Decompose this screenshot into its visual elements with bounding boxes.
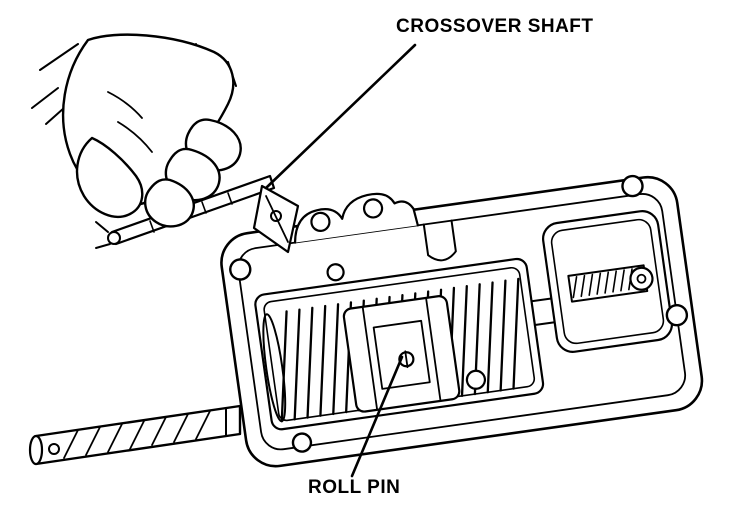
bolt-hole-icon (665, 303, 689, 327)
shift-lug-pocket (372, 319, 431, 390)
selector-notch (422, 219, 457, 262)
bolt-holes (229, 174, 689, 453)
shift-lug-ribs (361, 297, 442, 411)
shift-rail-hatching (63, 410, 211, 459)
thumb (75, 136, 144, 219)
roll-pin-slot (404, 350, 409, 369)
bolt-hole-icon (621, 174, 644, 198)
shift-lug (342, 295, 487, 413)
bolt-hole-icon (291, 432, 313, 453)
leader-line-roll-pin (350, 355, 404, 478)
lever-pivot-hole (270, 210, 282, 222)
leader-line-crossover-shaft (264, 43, 417, 190)
hand (31, 33, 242, 228)
tab-hole-icon (362, 198, 384, 219)
label-roll-pin: ROLL PIN (308, 477, 401, 498)
shift-lever-plate (252, 184, 300, 254)
crossover-shaft-tip (107, 231, 121, 245)
selector-shaft-end (629, 266, 654, 291)
pivot-hole-icon (326, 263, 345, 282)
housing-gasket-line (237, 193, 687, 451)
detent-plug-icon (48, 443, 60, 455)
shift-cover-housing (220, 174, 704, 468)
tab-hole-icon (310, 211, 331, 232)
lever-edge-line (265, 195, 289, 243)
shift-rail-end-cap (28, 434, 44, 466)
palm-crease-lines (107, 91, 153, 153)
bolt-hole-icon (229, 258, 252, 281)
shift-rail (28, 404, 242, 466)
lug-hole-icon (465, 369, 487, 390)
shaft-tip-clip (95, 221, 111, 249)
label-crossover-shaft: CROSSOVER SHAFT (396, 16, 594, 37)
ring-finger (144, 178, 195, 228)
right-cavity (542, 210, 674, 353)
linkage-lines (530, 297, 556, 327)
selector-shaft-center (636, 273, 647, 284)
right-cavity-inner-line (550, 218, 665, 345)
